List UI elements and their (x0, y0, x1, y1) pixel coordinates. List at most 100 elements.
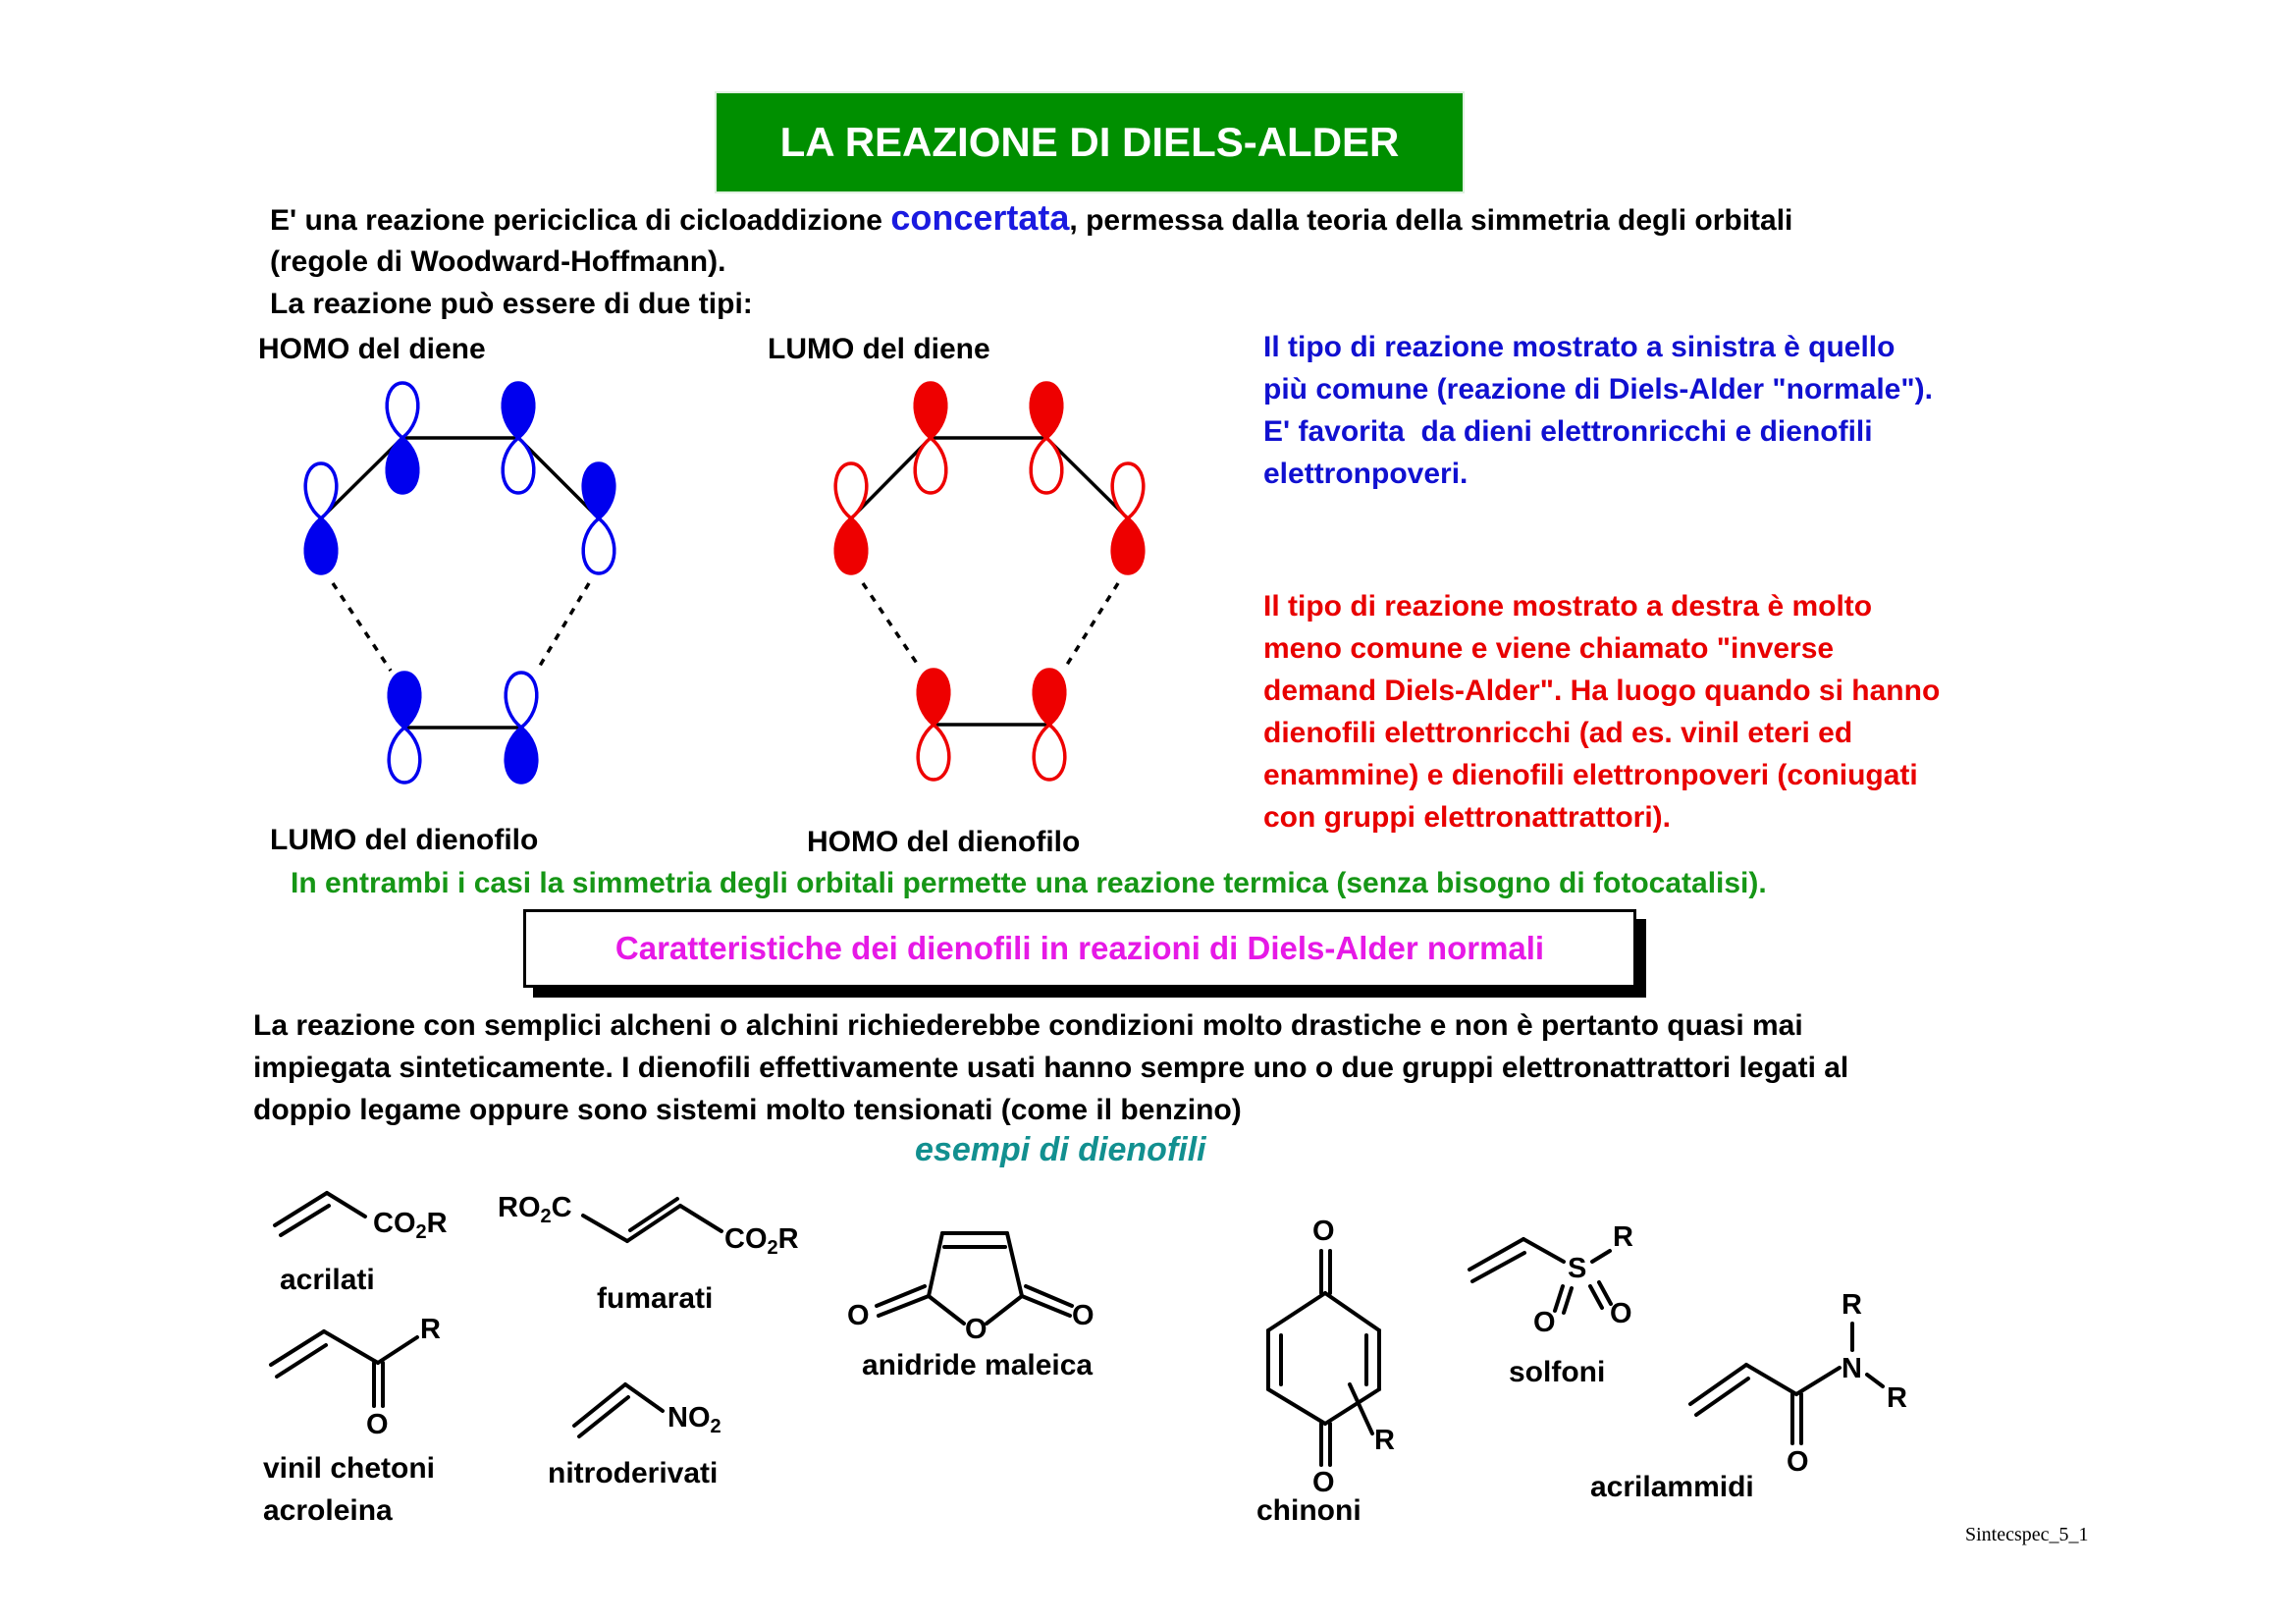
orbital-lobe (1032, 722, 1067, 782)
atom-label-o: O (1312, 1467, 1335, 1498)
orbital-lobe (1110, 515, 1146, 575)
symmetry-note: In entrambi i casi la simmetria degli or… (291, 867, 1767, 899)
nitroderivati-label: nitroderivati (548, 1457, 719, 1489)
atom-text: R (777, 1223, 799, 1255)
acrylamide-structure (1688, 1322, 1885, 1445)
atom-label-o: O (1787, 1446, 1809, 1478)
text-line: enammine) e dienofili elettronpoveri (co… (1263, 759, 1918, 791)
orbital-diagrams (303, 381, 1146, 784)
atom-label-o: O (1610, 1298, 1632, 1329)
atom-label-r: R (1887, 1382, 1907, 1414)
atom-label-o: O (1072, 1300, 1095, 1331)
inverse-reaction-text: Il tipo di reazione mostrato a destra è … (1263, 585, 1940, 839)
vinyl-ketone-structure (269, 1329, 419, 1408)
orbital-lobe (303, 515, 339, 575)
bond (516, 436, 601, 520)
homo-diene-label: HOMO del diene (258, 333, 486, 365)
forming-bond (861, 582, 922, 669)
intro-line-2: (regole di Woodward-Hoffmann). (270, 245, 726, 278)
orbital-lobe (504, 671, 539, 730)
orbital-lobe (504, 725, 539, 784)
acroleina-label: acroleina (263, 1494, 393, 1527)
text-line: Il tipo di reazione mostrato a destra è … (1263, 590, 1873, 622)
text-line: La reazione con semplici alcheni o alchi… (253, 1009, 1803, 1042)
normal-reaction-text: Il tipo di reazione mostrato a sinistra … (1263, 326, 1933, 495)
sulfone-structure (1468, 1237, 1613, 1315)
orbital-lobe (1029, 381, 1064, 441)
maleic-anhydride-structure (875, 1231, 1074, 1325)
atom-label-r: R (1613, 1221, 1633, 1253)
orbital-lobe (303, 461, 339, 521)
atom-label-n: N (1842, 1353, 1862, 1384)
orbital-lobe (1110, 461, 1146, 521)
atom-label-r: R (420, 1314, 441, 1345)
atom-label-r: R (1374, 1425, 1395, 1456)
atom-text: 2 (540, 1206, 552, 1227)
acrylate-structure (273, 1191, 367, 1237)
atom-label-s: S (1568, 1253, 1587, 1284)
slide-footer: Sintecspec_5_1 (1965, 1524, 2089, 1545)
lumo-diene-label: LUMO del diene (768, 333, 990, 365)
anidride-maleica-label: anidride maleica (862, 1349, 1094, 1381)
orbital-lobe (913, 435, 948, 495)
acrilati-label: acrilati (280, 1264, 375, 1296)
title-banner: LA REAZIONE DI DIELS-ALDER (717, 93, 1463, 191)
text-line: doppio legame oppure sono sistemi molto … (253, 1094, 1242, 1126)
text-line: dienofili elettronricchi (ad es. vinil e… (1263, 717, 1853, 749)
page-title: LA REAZIONE DI DIELS-ALDER (779, 119, 1400, 165)
nitro-structure (572, 1382, 665, 1438)
atom-label-o: O (847, 1300, 870, 1331)
molecule-bonds (269, 1191, 1885, 1467)
text-line: più comune (reazione di Diels-Alder "nor… (1263, 373, 1933, 406)
concertata-highlight: concertata (890, 197, 1070, 238)
atom-label-o: O (965, 1314, 988, 1345)
atom-text: 2 (710, 1416, 721, 1437)
orbital-lobe (387, 725, 422, 784)
atom-label-co2r: CO2R (724, 1223, 799, 1259)
atom-label-o: O (366, 1409, 389, 1440)
fumarati-label: fumarati (597, 1282, 714, 1315)
text-line: impiegata sinteticamente. I dienofili ef… (253, 1052, 1849, 1084)
atom-label-o: O (1533, 1307, 1556, 1338)
bond (1044, 436, 1130, 520)
bond (849, 436, 933, 520)
text-line: E' favorita da dieni elettronricchi e di… (1263, 415, 1873, 448)
atom-text: C (551, 1192, 572, 1223)
intro-text: , permessa dalla teoria della simmetria … (1069, 204, 1793, 237)
orbital-lobe (387, 671, 422, 730)
atom-text: CO (724, 1223, 768, 1255)
orbital-lobe (385, 381, 420, 441)
atom-label-co2r: CO2R (373, 1208, 448, 1243)
atom-text: 2 (415, 1221, 427, 1243)
fumarate-structure (581, 1197, 723, 1243)
intro-line-1: E' una reazione periciclica di cicloaddi… (270, 196, 1792, 242)
chinoni-label: chinoni (1256, 1494, 1362, 1527)
orbital-lobe (1032, 668, 1067, 728)
orbital-lobe (916, 722, 951, 782)
acrilammidi-label: acrilammidi (1590, 1471, 1754, 1503)
examples-title: esempi di dienofili (915, 1131, 1206, 1168)
forming-bond (535, 582, 591, 672)
text-line: elettronpoveri. (1263, 458, 1468, 490)
orbital-lobe (1029, 435, 1064, 495)
text-line: con gruppi elettronattrattori). (1263, 801, 1671, 834)
atom-text: NO (667, 1402, 711, 1434)
orbital-lobe (501, 435, 536, 495)
forming-bond (331, 582, 393, 672)
orbital-lobe (581, 515, 616, 575)
vinil-chetoni-label: vinil chetoni (263, 1452, 436, 1485)
lumo-dienofilo-label: LUMO del dienofilo (270, 824, 539, 856)
intro-line-3: La reazione può essere di due tipi: (270, 288, 753, 320)
homo-dienofilo-label: HOMO del dienofilo (807, 826, 1081, 858)
orbital-lobe (833, 461, 869, 521)
text-line: demand Diels-Alder". Ha luogo quando si … (1263, 675, 1941, 707)
text-line: meno comune e viene chiamato "inverse (1263, 632, 1835, 665)
orbital-lobe (501, 381, 536, 441)
section-title: Caratteristiche dei dienofili in reazion… (614, 930, 1545, 966)
quinone-structure (1266, 1249, 1381, 1467)
atom-label-r: R (1842, 1289, 1862, 1321)
atom-text: CO (373, 1208, 416, 1239)
orbital-lobe (385, 435, 420, 495)
text-line: Il tipo di reazione mostrato a sinistra … (1263, 331, 1896, 363)
